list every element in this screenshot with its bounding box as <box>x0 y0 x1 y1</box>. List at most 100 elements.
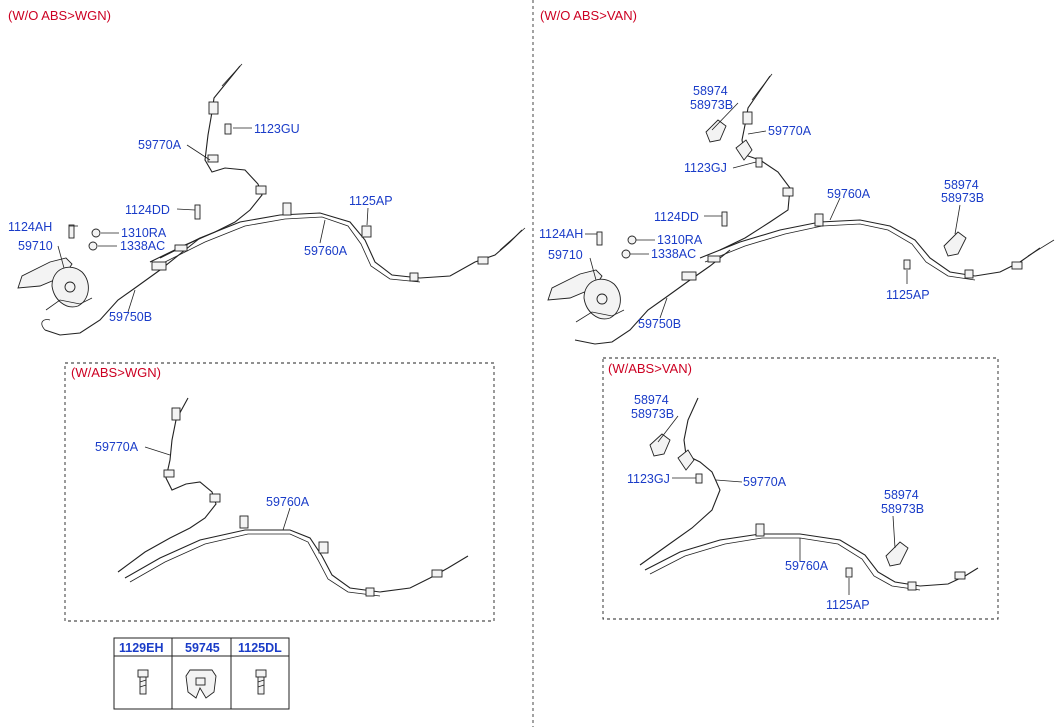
part-label-1125ap: 1125AP <box>826 598 870 612</box>
nut-1310ra <box>91 228 101 238</box>
leader-line <box>57 245 65 269</box>
cable-adjuster <box>174 244 188 252</box>
part-label-59760a: 59760A <box>827 187 871 201</box>
part-label-59770a: 59770A <box>743 475 787 489</box>
cable-59760a-parallel <box>649 537 921 591</box>
lever-pivot <box>64 281 76 293</box>
bolt-1123gj <box>695 473 703 484</box>
cable-59760a-parallel <box>704 223 976 281</box>
lever-base <box>575 309 625 323</box>
part-label-1123gj: 1123GJ <box>684 161 727 175</box>
section-box-w-abs-wgn <box>64 362 495 622</box>
table-frame <box>113 637 290 710</box>
cable-clamp <box>163 469 175 478</box>
nut-1338ac <box>621 249 631 259</box>
cable-59760a <box>644 533 979 587</box>
nut-1338ac <box>88 241 98 251</box>
parking-brake-lever <box>17 257 73 289</box>
wo-abs-van-drawing <box>547 73 1055 345</box>
cable-end-fitting <box>171 407 181 421</box>
cable-59760a <box>124 529 469 593</box>
cable-59760a-parallel <box>164 216 421 283</box>
part-label-58974: 58974 <box>944 178 979 192</box>
bolt-1123gj <box>755 157 763 168</box>
cable-59770a <box>117 397 217 573</box>
section-title-w-abs-van: (W/ABS>VAN) <box>608 361 692 376</box>
cable-end-fitting <box>742 111 753 125</box>
leader-line <box>892 515 896 549</box>
cable-59770a <box>639 397 721 566</box>
part-label-1124ah: 1124AH <box>8 220 52 234</box>
cable-bracket <box>239 515 249 529</box>
parking-brake-lever <box>547 269 603 301</box>
leader-line <box>186 144 211 161</box>
cable-end-fitting <box>208 101 219 115</box>
part-label-58974: 58974 <box>693 84 728 98</box>
part-label-1338ac: 1338AC <box>120 239 165 253</box>
cable-59760a <box>699 219 1041 277</box>
table-header-1125dl: 1125DL <box>238 641 282 655</box>
bolt-1124ah <box>68 224 75 239</box>
cable-end-rod <box>1027 239 1055 257</box>
leader-line <box>747 130 767 135</box>
bolt-1125ap <box>903 259 911 270</box>
cable-bracket <box>282 202 292 216</box>
leader-line <box>711 102 739 131</box>
section-box-w-abs-van <box>602 357 999 620</box>
leader-line <box>715 479 743 483</box>
lever-pivot <box>596 293 608 305</box>
bolt-1124dd <box>194 204 201 220</box>
leader-line <box>366 207 369 226</box>
clip-icon <box>185 669 217 699</box>
leader-line <box>659 297 668 319</box>
cable-bracket <box>755 523 765 537</box>
leader-line <box>144 446 171 456</box>
part-label-1310ra: 1310RA <box>121 226 167 240</box>
part-label-59710: 59710 <box>18 239 53 253</box>
cable-loop <box>41 319 51 331</box>
leader-line <box>282 507 291 531</box>
cable-59770a-tip <box>221 63 243 87</box>
cable-bracket <box>318 541 329 554</box>
part-label-58973b: 58973B <box>941 191 984 205</box>
part-label-58973b: 58973B <box>881 502 924 516</box>
table-header-59745: 59745 <box>185 641 220 655</box>
cable-clamp <box>365 587 375 597</box>
cable-59750b <box>574 249 731 345</box>
cable-59760a-parallel <box>129 533 381 597</box>
bracket-cable-mount <box>677 449 695 471</box>
bolt-icon <box>255 669 267 695</box>
part-label-58973b: 58973B <box>690 98 733 112</box>
part-label-58973b: 58973B <box>631 407 674 421</box>
fastener-legend-table: 1129EH 59745 1125DL <box>113 637 290 710</box>
part-label-58974: 58974 <box>634 393 669 407</box>
bolt-1124ah <box>596 231 603 246</box>
leader-line <box>589 257 597 281</box>
leader-line <box>829 197 841 221</box>
cable-bracket <box>814 213 824 227</box>
bolt-icon <box>137 669 149 695</box>
leader-line <box>954 204 961 235</box>
part-label-1124ah: 1124AH <box>539 227 583 241</box>
table-header-1129eh: 1129EH <box>119 641 163 655</box>
section-title-wo-abs-van: (W/O ABS>VAN) <box>540 8 637 23</box>
part-label-1310ra: 1310RA <box>657 233 703 247</box>
nut-1310ra <box>627 235 637 245</box>
bracket-58974 <box>885 541 909 567</box>
part-label-59750b: 59750B <box>638 317 681 331</box>
bracket-cable-mount <box>735 139 753 161</box>
cable-clamp <box>255 185 267 195</box>
leader-line <box>732 161 757 169</box>
bracket-58974 <box>649 433 671 457</box>
cable-clamp <box>409 272 419 282</box>
cable-59770a <box>149 65 263 263</box>
wo-abs-wgn-drawing <box>17 63 526 336</box>
w-abs-wgn-drawing <box>117 397 469 597</box>
lever-base <box>45 297 93 311</box>
section-title-wo-abs-wgn: (W/O ABS>WGN) <box>8 8 111 23</box>
part-label-59710: 59710 <box>548 248 583 262</box>
cable-59770a-tip <box>751 73 773 101</box>
equalizer <box>681 271 697 281</box>
leader-line <box>176 208 196 211</box>
